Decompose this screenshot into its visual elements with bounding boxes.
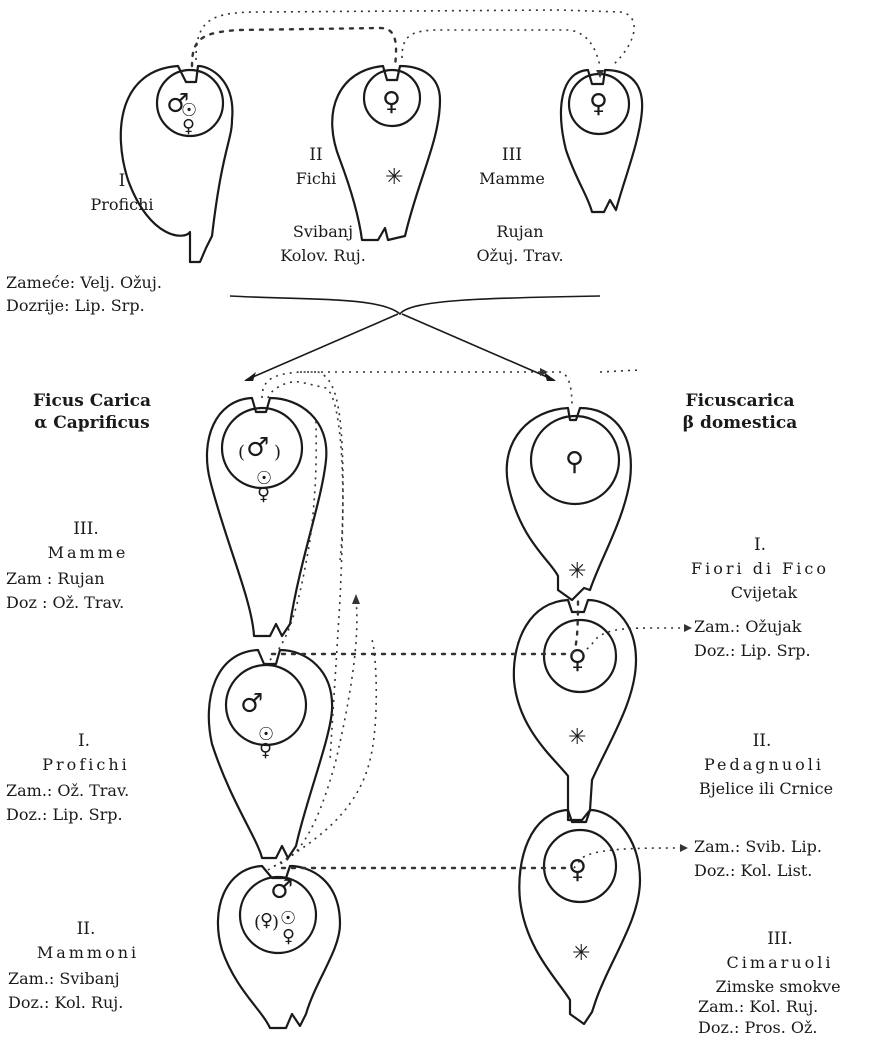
- domestica-fiori-doz: Doz.: Lip. Srp.: [694, 641, 811, 660]
- male-symbol-capri-profichi: ♂: [240, 689, 263, 719]
- star-symbol-domestica-fiori: ✳: [568, 559, 586, 584]
- female-mark-capri-profichi: ♀: [259, 740, 272, 761]
- domestica-cimaruoli-zam: Zam.: Kol. Ruj.: [698, 997, 818, 1016]
- top-iii-number: III: [502, 145, 522, 165]
- domestica-cimaruoli-name: Cimaruoli: [727, 953, 834, 972]
- capri-mamme-number: III.: [73, 519, 99, 539]
- female-mark-capri-mamme: ♀: [257, 484, 270, 505]
- top-i-number: I: [119, 171, 126, 191]
- female-mark-capri-mammoni: ♀: [282, 926, 295, 947]
- domestica-cimaruoli-doz: Doz.: Pros. Ož.: [698, 1018, 818, 1037]
- top-ii-season-2: Kolov. Ruj.: [280, 246, 366, 265]
- domestica-pedagnuoli-zam: Zam.: Svib. Lip.: [694, 837, 822, 856]
- neuter-symbol-domestica-fiori: ⚲: [565, 447, 584, 477]
- domestica-pedagnuoli-doz: Doz.: Kol. List.: [694, 861, 812, 880]
- domestica-pedagnuoli-number: II.: [753, 731, 772, 751]
- capri-mamme-doz: Doz : Ož. Trav.: [6, 593, 124, 612]
- domestica-fiori-label: I. Fiori di Fico Cvijetak Zam.: Ožujak D…: [691, 535, 829, 660]
- left-title-line2: α Caprificus: [34, 413, 150, 433]
- top-ii-season-1: Svibanj: [293, 222, 353, 241]
- capri-mamme-name: Mamme: [48, 543, 129, 562]
- capri-profichi-label: I. Profichi Zam.: Ož. Trav. Doz.: Lip. S…: [6, 731, 130, 824]
- top-iii-season-2: Ožuj. Trav.: [476, 246, 563, 265]
- top-ii-name: Fichi: [296, 169, 337, 188]
- domestica-fiori-sub: Cvijetak: [731, 583, 798, 602]
- capri-profichi-doz: Doz.: Lip. Srp.: [6, 805, 123, 824]
- bracket-close-capri-mamme: ): [274, 442, 281, 463]
- fig-domestica-pedagnuoli: [514, 600, 636, 820]
- capri-profichi-zam: Zam.: Ož. Trav.: [6, 781, 129, 800]
- bracket-close-capri-mammoni: ): [272, 912, 279, 933]
- capri-mamme-zam: Zam : Rujan: [6, 569, 105, 588]
- star-symbol-domestica-pedagnuoli: ✳: [568, 725, 586, 750]
- domestica-cimaruoli-number: III.: [767, 929, 793, 949]
- domestica-pedagnuoli-name: Pedagnuoli: [704, 755, 824, 774]
- top-iii-season-1: Rujan: [496, 222, 543, 241]
- male-symbol-capri-mamme: ♂: [246, 433, 269, 463]
- capri-mammoni-zam: Zam.: Svibanj: [8, 969, 120, 988]
- domestica-pedagnuoli-sub: Bjelice ili Crnice: [699, 779, 833, 798]
- star-symbol-top-ii: ✳: [385, 165, 403, 190]
- fig-domestica-cimaruoli: [519, 810, 640, 1024]
- male-symbol-capri-mammoni: ♂: [270, 875, 293, 905]
- domestica-cimaruoli-label: III. Cimaruoli Zimske smokve Zam.: Kol. …: [698, 929, 841, 1037]
- right-title-line1: Ficuscarica: [686, 391, 795, 411]
- left-title-line1: Ficus Carica: [33, 391, 151, 411]
- bracket-open-capri-mamme: (: [238, 442, 245, 463]
- female-symbol-top-ii: ♀: [382, 87, 401, 117]
- top-i-name: Profichi: [90, 195, 153, 214]
- top-dozrije-label: Dozrije: Lip. Srp.: [6, 296, 145, 315]
- top-zamece-label: Zameće: Velj. Ožuj.: [6, 273, 162, 292]
- female-symbol-top-iii: ♀: [589, 89, 608, 119]
- domestica-pedagnuoli-label: II. Pedagnuoli Bjelice ili Crnice Zam.: …: [694, 731, 833, 880]
- capri-mamme-label: III. Mamme Zam : Rujan Doz : Ož. Trav.: [6, 519, 128, 612]
- top-ii-number: II: [309, 145, 322, 165]
- capri-mammoni-label: II. Mammoni Zam.: Svibanj Doz.: Kol. Ruj…: [8, 919, 139, 1012]
- top-iii-name: Mamme: [479, 169, 545, 188]
- capri-mammoni-doz: Doz.: Kol. Ruj.: [8, 993, 123, 1012]
- domestica-cimaruoli-sub: Zimske smokve: [715, 977, 840, 996]
- capri-profichi-number: I.: [78, 731, 90, 751]
- right-title-line2: β domestica: [683, 413, 797, 433]
- domestica-fiori-zam: Zam.: Ožujak: [694, 617, 802, 636]
- capri-mammoni-number: II.: [77, 919, 96, 939]
- female-symbol-domestica-cimaruoli: ♀: [568, 855, 587, 885]
- domestica-fiori-number: I.: [754, 535, 766, 555]
- capri-profichi-name: Profichi: [42, 755, 129, 774]
- domestica-fiori-name: Fiori di Fico: [691, 559, 829, 578]
- star-symbol-domestica-cimaruoli: ✳: [572, 941, 590, 966]
- female-mark-top-i: ♀: [182, 116, 195, 137]
- capri-mammoni-name: Mammoni: [37, 943, 139, 962]
- female-symbol-domestica-pedagnuoli: ♀: [568, 645, 587, 675]
